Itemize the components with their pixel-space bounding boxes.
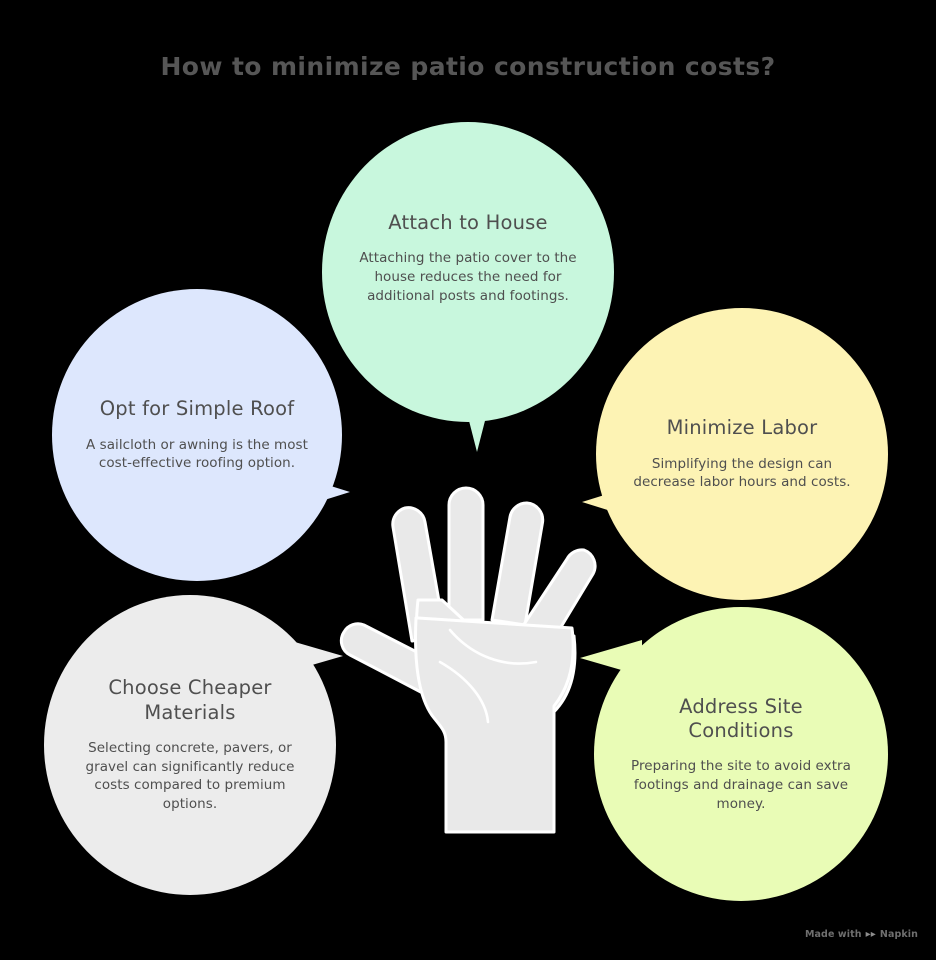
bubble-title-attach-to-house: Attach to House [388,210,548,234]
watermark-prefix: Made with [804,929,862,940]
page-title: How to minimize patio construction costs… [160,52,776,81]
open-hand-icon [322,450,622,870]
bubble-attach-to-house[interactable]: Attach to House Attaching the patio cove… [322,122,614,422]
napkin-play-icon: ▸▸ [865,928,876,940]
bubble-title-minimize-labor: Minimize Labor [666,416,818,440]
bubble-minimize-labor[interactable]: Minimize Labor Simplifying the design ca… [596,308,888,600]
bubble-body-choose-cheaper-materials: Selecting concrete, pavers, or gravel ca… [85,740,295,812]
bubble-title-choose-cheaper-materials: Choose Cheaper Materials [108,676,272,724]
bubble-body-attach-to-house: Attaching the patio cover to the house r… [359,250,577,304]
bubble-address-site-conditions[interactable]: Address Site Conditions Preparing the si… [594,607,888,901]
bubble-body-opt-for-simple-roof: A sailcloth or awning is the most cost-e… [86,436,308,472]
bubble-title-address-site-conditions: Address Site Conditions [679,694,803,743]
watermark-brand: Napkin [879,929,918,940]
bubble-body-address-site-conditions: Preparing the site to avoid extra footin… [631,758,851,812]
napkin-watermark[interactable]: Made with ▸▸ Napkin [805,929,918,940]
bubble-title-opt-for-simple-roof: Opt for Simple Roof [99,397,295,421]
bubble-opt-for-simple-roof[interactable]: Opt for Simple Roof A sailcloth or awnin… [52,289,342,581]
bubble-choose-cheaper-materials[interactable]: Choose Cheaper Materials Selecting concr… [44,595,336,895]
bubble-body-minimize-labor: Simplifying the design can decrease labo… [633,455,851,491]
